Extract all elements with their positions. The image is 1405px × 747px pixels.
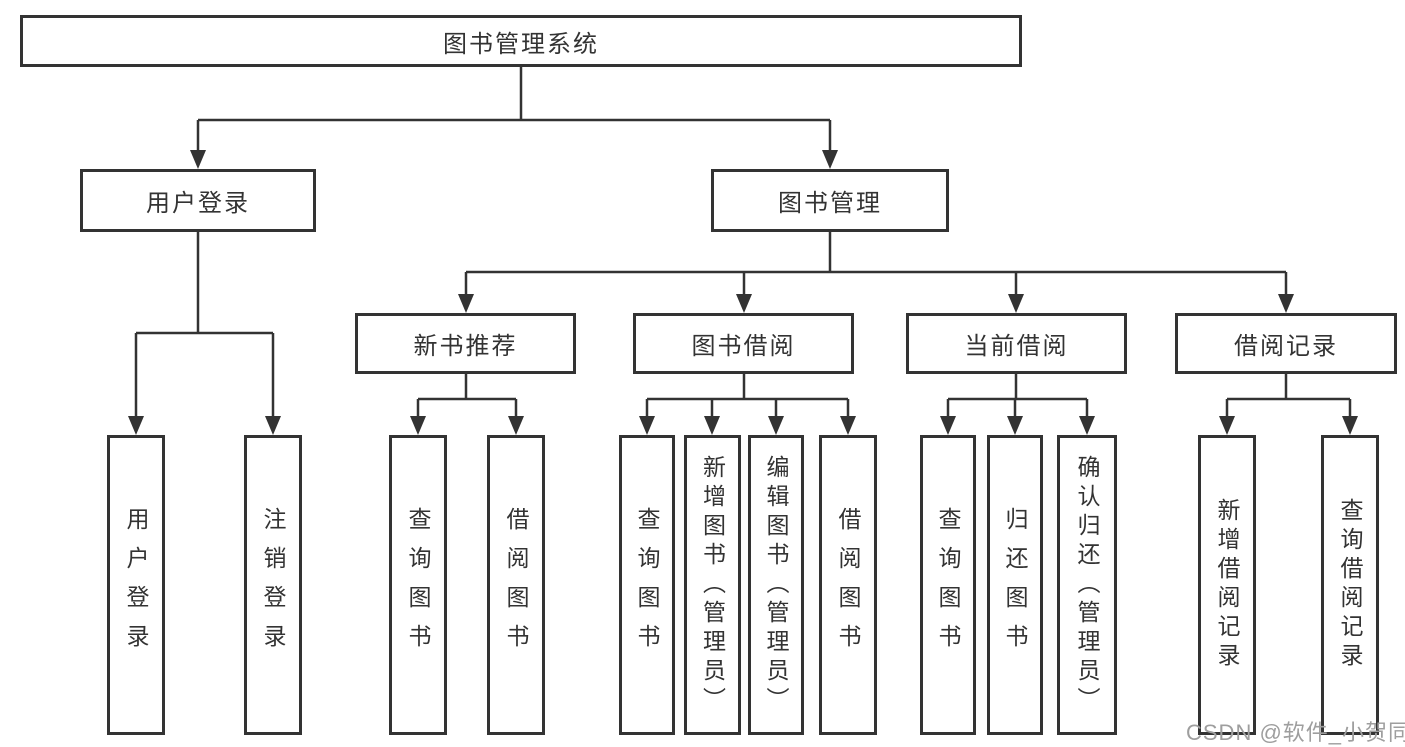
node-book-management: 图书管理	[711, 169, 949, 232]
edge-currentborrow-to-leaves	[946, 374, 1089, 417]
csdn-watermark: CSDN @软件_小贺同学	[1186, 720, 1405, 745]
leaf-label: 查询图书	[935, 507, 961, 663]
edge-root-to-level2	[196, 67, 832, 151]
leaf-label: 借阅图书	[835, 507, 861, 663]
leaf-label: 查询借阅记录	[1337, 498, 1363, 672]
node-library-management-system: 图书管理系统	[20, 15, 1022, 67]
edge-bookmgmt-to-level3	[464, 232, 1288, 296]
leaf-label: 归还图书	[1002, 507, 1028, 663]
leaf-label: 查询图书	[634, 507, 660, 663]
node-book-borrowing: 图书借阅	[633, 313, 854, 374]
node-current-borrowing: 当前借阅	[906, 313, 1127, 374]
leaf-query-books-borrowing: 查询图书	[619, 435, 675, 735]
leaf-query-books-current: 查询图书	[920, 435, 976, 735]
edge-borrowrecord-to-leaves	[1225, 374, 1352, 417]
leaf-label: 借阅图书	[503, 507, 529, 663]
leaf-label: 查询图书	[405, 507, 431, 663]
leaf-label: 新增借阅记录	[1214, 498, 1240, 672]
leaf-edit-books-admin: 编辑图书（管理员）	[748, 435, 804, 735]
leaf-user-login: 用户登录	[107, 435, 165, 735]
edge-newbook-to-leaves	[416, 374, 518, 417]
leaf-add-borrow-record: 新增借阅记录	[1198, 435, 1256, 735]
leaf-logout: 注销登录	[244, 435, 302, 735]
leaf-label: 编辑图书（管理员）	[763, 454, 789, 716]
node-user-login: 用户登录	[80, 169, 316, 232]
leaf-label: 新增图书（管理员）	[699, 454, 726, 716]
node-new-book-recommend: 新书推荐	[355, 313, 576, 374]
node-borrow-records: 借阅记录	[1175, 313, 1397, 374]
leaf-query-borrow-record: 查询借阅记录	[1321, 435, 1379, 735]
leaf-borrow-books: 借阅图书	[819, 435, 877, 735]
edge-bookborrow-to-leaves	[645, 374, 850, 417]
leaf-borrow-books-recommend: 借阅图书	[487, 435, 545, 735]
leaf-label: 用户登录	[123, 507, 149, 663]
leaf-label: 注销登录	[260, 507, 286, 663]
edge-userlogin-to-leaves	[134, 232, 275, 417]
leaf-query-books-recommend: 查询图书	[389, 435, 447, 735]
leaf-return-books: 归还图书	[987, 435, 1043, 735]
leaf-label: 确认归还（管理员）	[1074, 454, 1100, 716]
leaf-confirm-return-admin: 确认归还（管理员）	[1057, 435, 1117, 735]
leaf-add-books-admin: 新增图书（管理员）	[684, 435, 741, 735]
